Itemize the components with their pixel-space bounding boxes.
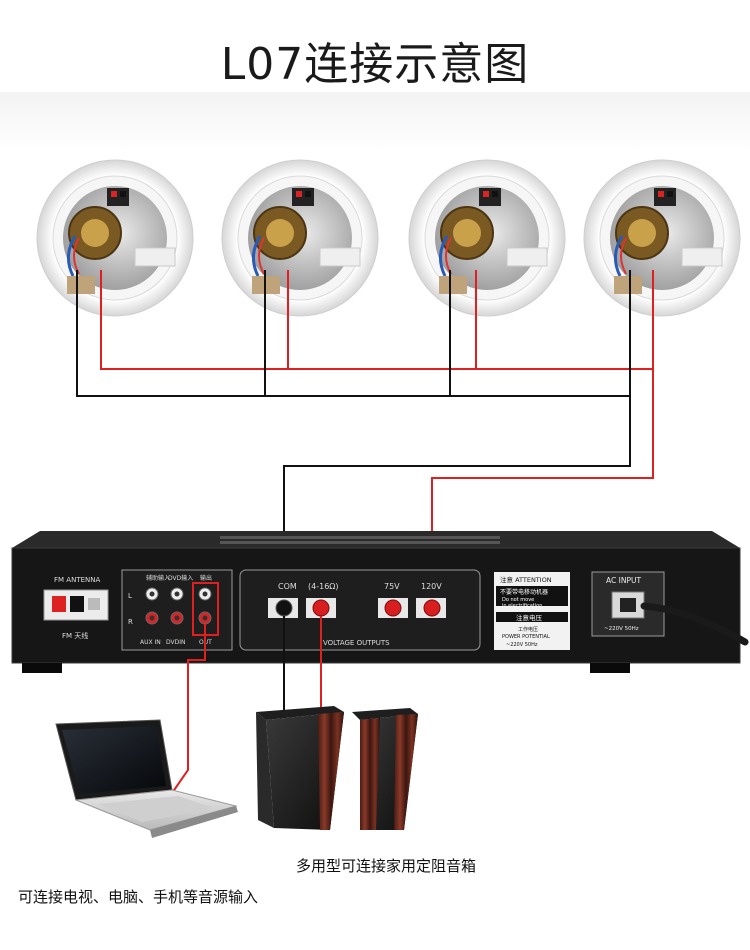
power-header: 注意电压 [516,613,543,622]
75v-label: 75V [384,582,400,591]
attention-label: 注意 ATTENTION 不要带电移动机器 Do not move in ele… [494,572,570,650]
ceiling-speaker-4 [583,159,741,317]
voltage-outputs-label: VOLTAGE OUTPUTS [323,639,390,647]
120v-label: 120V [421,582,442,591]
ac-spec: ~220V 50Hz [604,626,639,632]
attention-en2: in electrification [502,603,542,609]
page-title: L07连接示意图 [220,39,530,90]
speakers-caption: 多用型可连接家用定阻音箱 [296,857,477,875]
fm-antenna-section: FM ANTENNA FM 天线 [43,576,109,640]
red-bus-wire [100,270,653,370]
channel-right-label[interactable]: R [128,618,133,626]
attention-en1: Do not move [502,597,534,603]
dvd-in-label: DVDIN [166,639,186,646]
terminal-com[interactable] [275,599,293,617]
terminal-75v[interactable] [384,599,402,617]
attention-header: 注意 ATTENTION [500,575,552,584]
ceiling-speaker-3 [408,159,566,317]
black-bus-wire [76,270,630,397]
fm-sub-label: FM 天线 [62,631,88,640]
power-spec: ~220V 50Hz [506,642,538,648]
com-label: COM [278,582,297,591]
channel-left-label[interactable]: L [128,592,132,600]
terminal-120v[interactable] [423,599,441,617]
out-label-cn: 输出 [200,574,212,582]
attention-cn: 不要带电移动机器 [500,588,548,596]
aux-in-label: AUX IN [140,639,161,646]
voltage-outputs-panel: COM (4-16Ω) 75V 120V VOLTAGE OUTPUTS [239,569,481,651]
passive-speaker-pair [256,706,418,830]
terminal-4-16-ohm[interactable] [312,599,330,617]
amplifier: FM ANTENNA FM 天线 辅助输入 DVD输入 输出 L R [11,531,741,673]
power-cord [640,602,749,646]
power-en: POWER POTENTIAL [502,634,550,640]
fm-antenna-label: FM ANTENNA [54,576,100,584]
ceiling-speaker-2 [221,159,379,317]
ceiling-speaker-1 [36,159,194,317]
laptop [55,719,238,838]
impedance-label: (4-16Ω) [308,582,339,591]
power-cn: 工作电压 [518,626,538,633]
rca-input-panel: 辅助输入 DVD输入 输出 L R AUX IN DVDIN [121,569,233,651]
top-vents [220,536,500,544]
dvd-in-label-cn: DVD输入 [168,574,193,582]
background-band [0,92,750,152]
ac-input-label: AC INPUT [606,576,641,585]
sources-caption: 可连接电视、电脑、手机等音源输入 [18,888,259,906]
laptop-audio-cable [169,624,206,797]
aux-in-label-cn: 辅助输入 [146,574,170,582]
